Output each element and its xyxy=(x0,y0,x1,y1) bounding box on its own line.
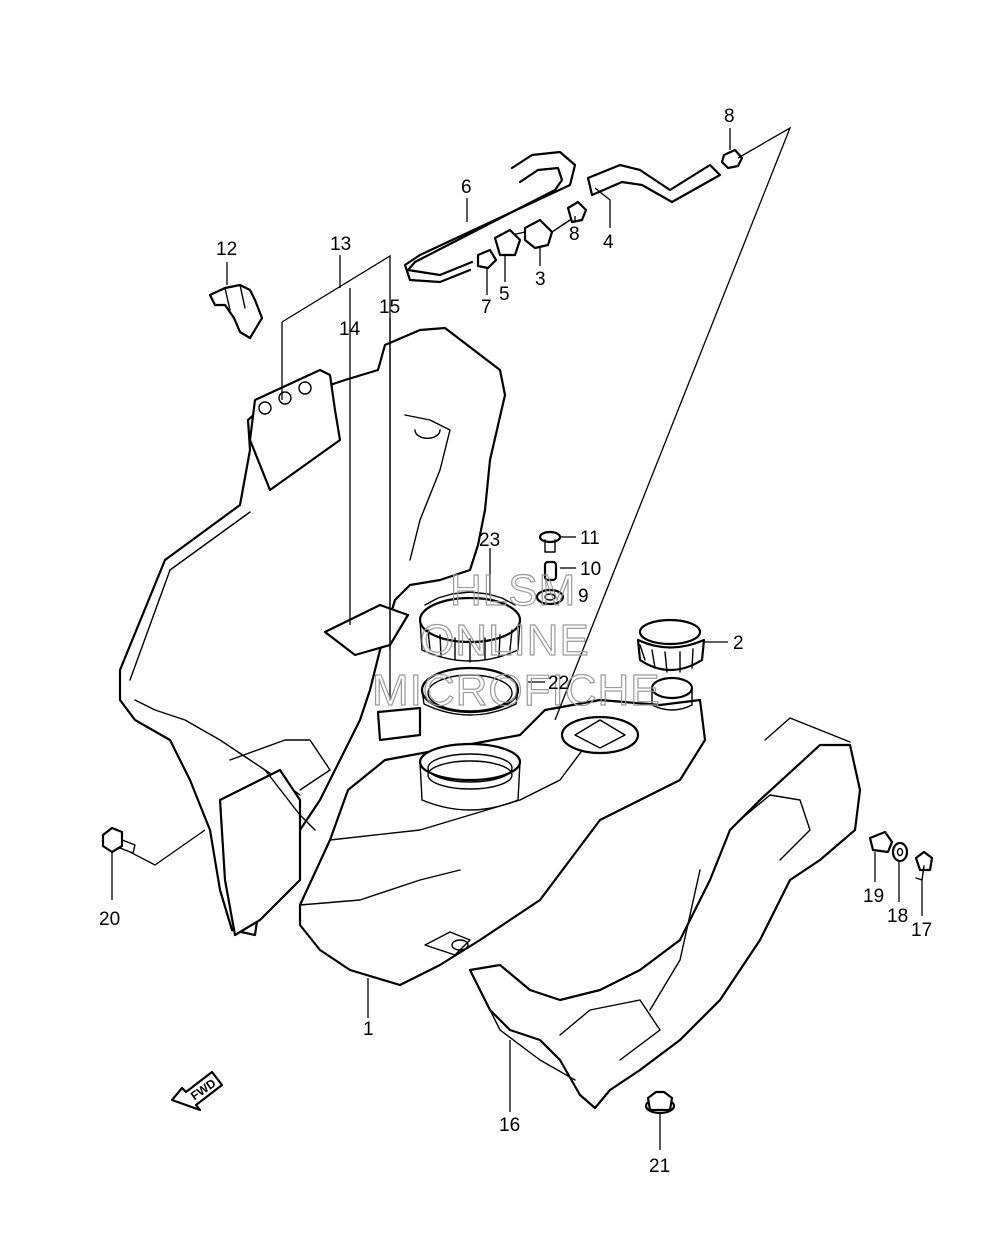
watermark: HLSM ONLINE MICROFICHE xyxy=(371,565,661,715)
callout-16: 16 xyxy=(499,1115,520,1136)
collar-part-19 xyxy=(868,830,894,854)
breather-hose-part-6 xyxy=(403,150,577,284)
bolt-part-20 xyxy=(101,826,136,854)
washer-part-18 xyxy=(891,841,909,863)
callout-11: 11 xyxy=(580,528,600,549)
fuel-pump-ring-part-23 xyxy=(418,591,522,663)
callout-21: 21 xyxy=(649,1156,670,1177)
callout-12: 12 xyxy=(216,239,237,260)
watermark-line-1: HLSM xyxy=(450,566,576,615)
callout-13: 13 xyxy=(330,234,351,255)
hose-clamp-part-12 xyxy=(208,283,264,340)
callout-6: 6 xyxy=(461,177,472,198)
fuel-tank-part-1 xyxy=(298,676,707,987)
callout-23: 23 xyxy=(479,530,500,551)
callout-10: 10 xyxy=(580,559,601,580)
hose-clip-part-8-top xyxy=(720,148,744,170)
grommet-part-9 xyxy=(535,588,565,606)
push-rivet-part-21 xyxy=(644,1090,676,1115)
watermark-line-2: ONLINE xyxy=(420,616,590,665)
callout-5: 5 xyxy=(499,284,510,305)
callout-7: 7 xyxy=(481,297,492,318)
callout-14: 14 xyxy=(339,319,361,340)
callout-9: 9 xyxy=(578,586,589,607)
rollover-valve-part-3 xyxy=(511,218,571,250)
callout-22: 22 xyxy=(548,673,569,694)
seal-ring-part-22 xyxy=(420,666,520,716)
callout-18: 18 xyxy=(887,906,908,927)
callout-8-top: 8 xyxy=(724,106,735,127)
valve-holder-part-5 xyxy=(493,228,522,257)
fuel-cap-part-2 xyxy=(636,618,706,673)
callout-20: 20 xyxy=(99,909,120,930)
callout-17: 17 xyxy=(911,920,932,941)
callout-8: 8 xyxy=(569,224,580,245)
callout-15: 15 xyxy=(379,297,400,318)
side-cover-part-16 xyxy=(468,717,862,1110)
callout-3: 3 xyxy=(535,269,546,290)
hose-clip-part-7 xyxy=(476,248,498,270)
leader-lines xyxy=(111,126,923,1150)
watermark-line-3: MICROFICHE xyxy=(372,666,661,715)
callout-1: 1 xyxy=(363,1019,374,1040)
fastener-part-11 xyxy=(538,530,562,553)
breather-hose-part-4 xyxy=(586,163,722,204)
tank-guard-frame xyxy=(118,326,507,937)
callout-2: 2 xyxy=(733,633,744,654)
hose-clip-part-8 xyxy=(566,200,588,224)
callout-19: 19 xyxy=(863,886,884,907)
callout-4: 4 xyxy=(603,232,614,253)
callouts: 8 6 4 8 12 13 3 5 7 15 14 11 23 10 9 2 2… xyxy=(99,106,932,1177)
fwd-arrow-icon: FWD xyxy=(170,1070,224,1112)
screw-part-17 xyxy=(914,850,934,881)
collar-part-10 xyxy=(543,560,558,582)
